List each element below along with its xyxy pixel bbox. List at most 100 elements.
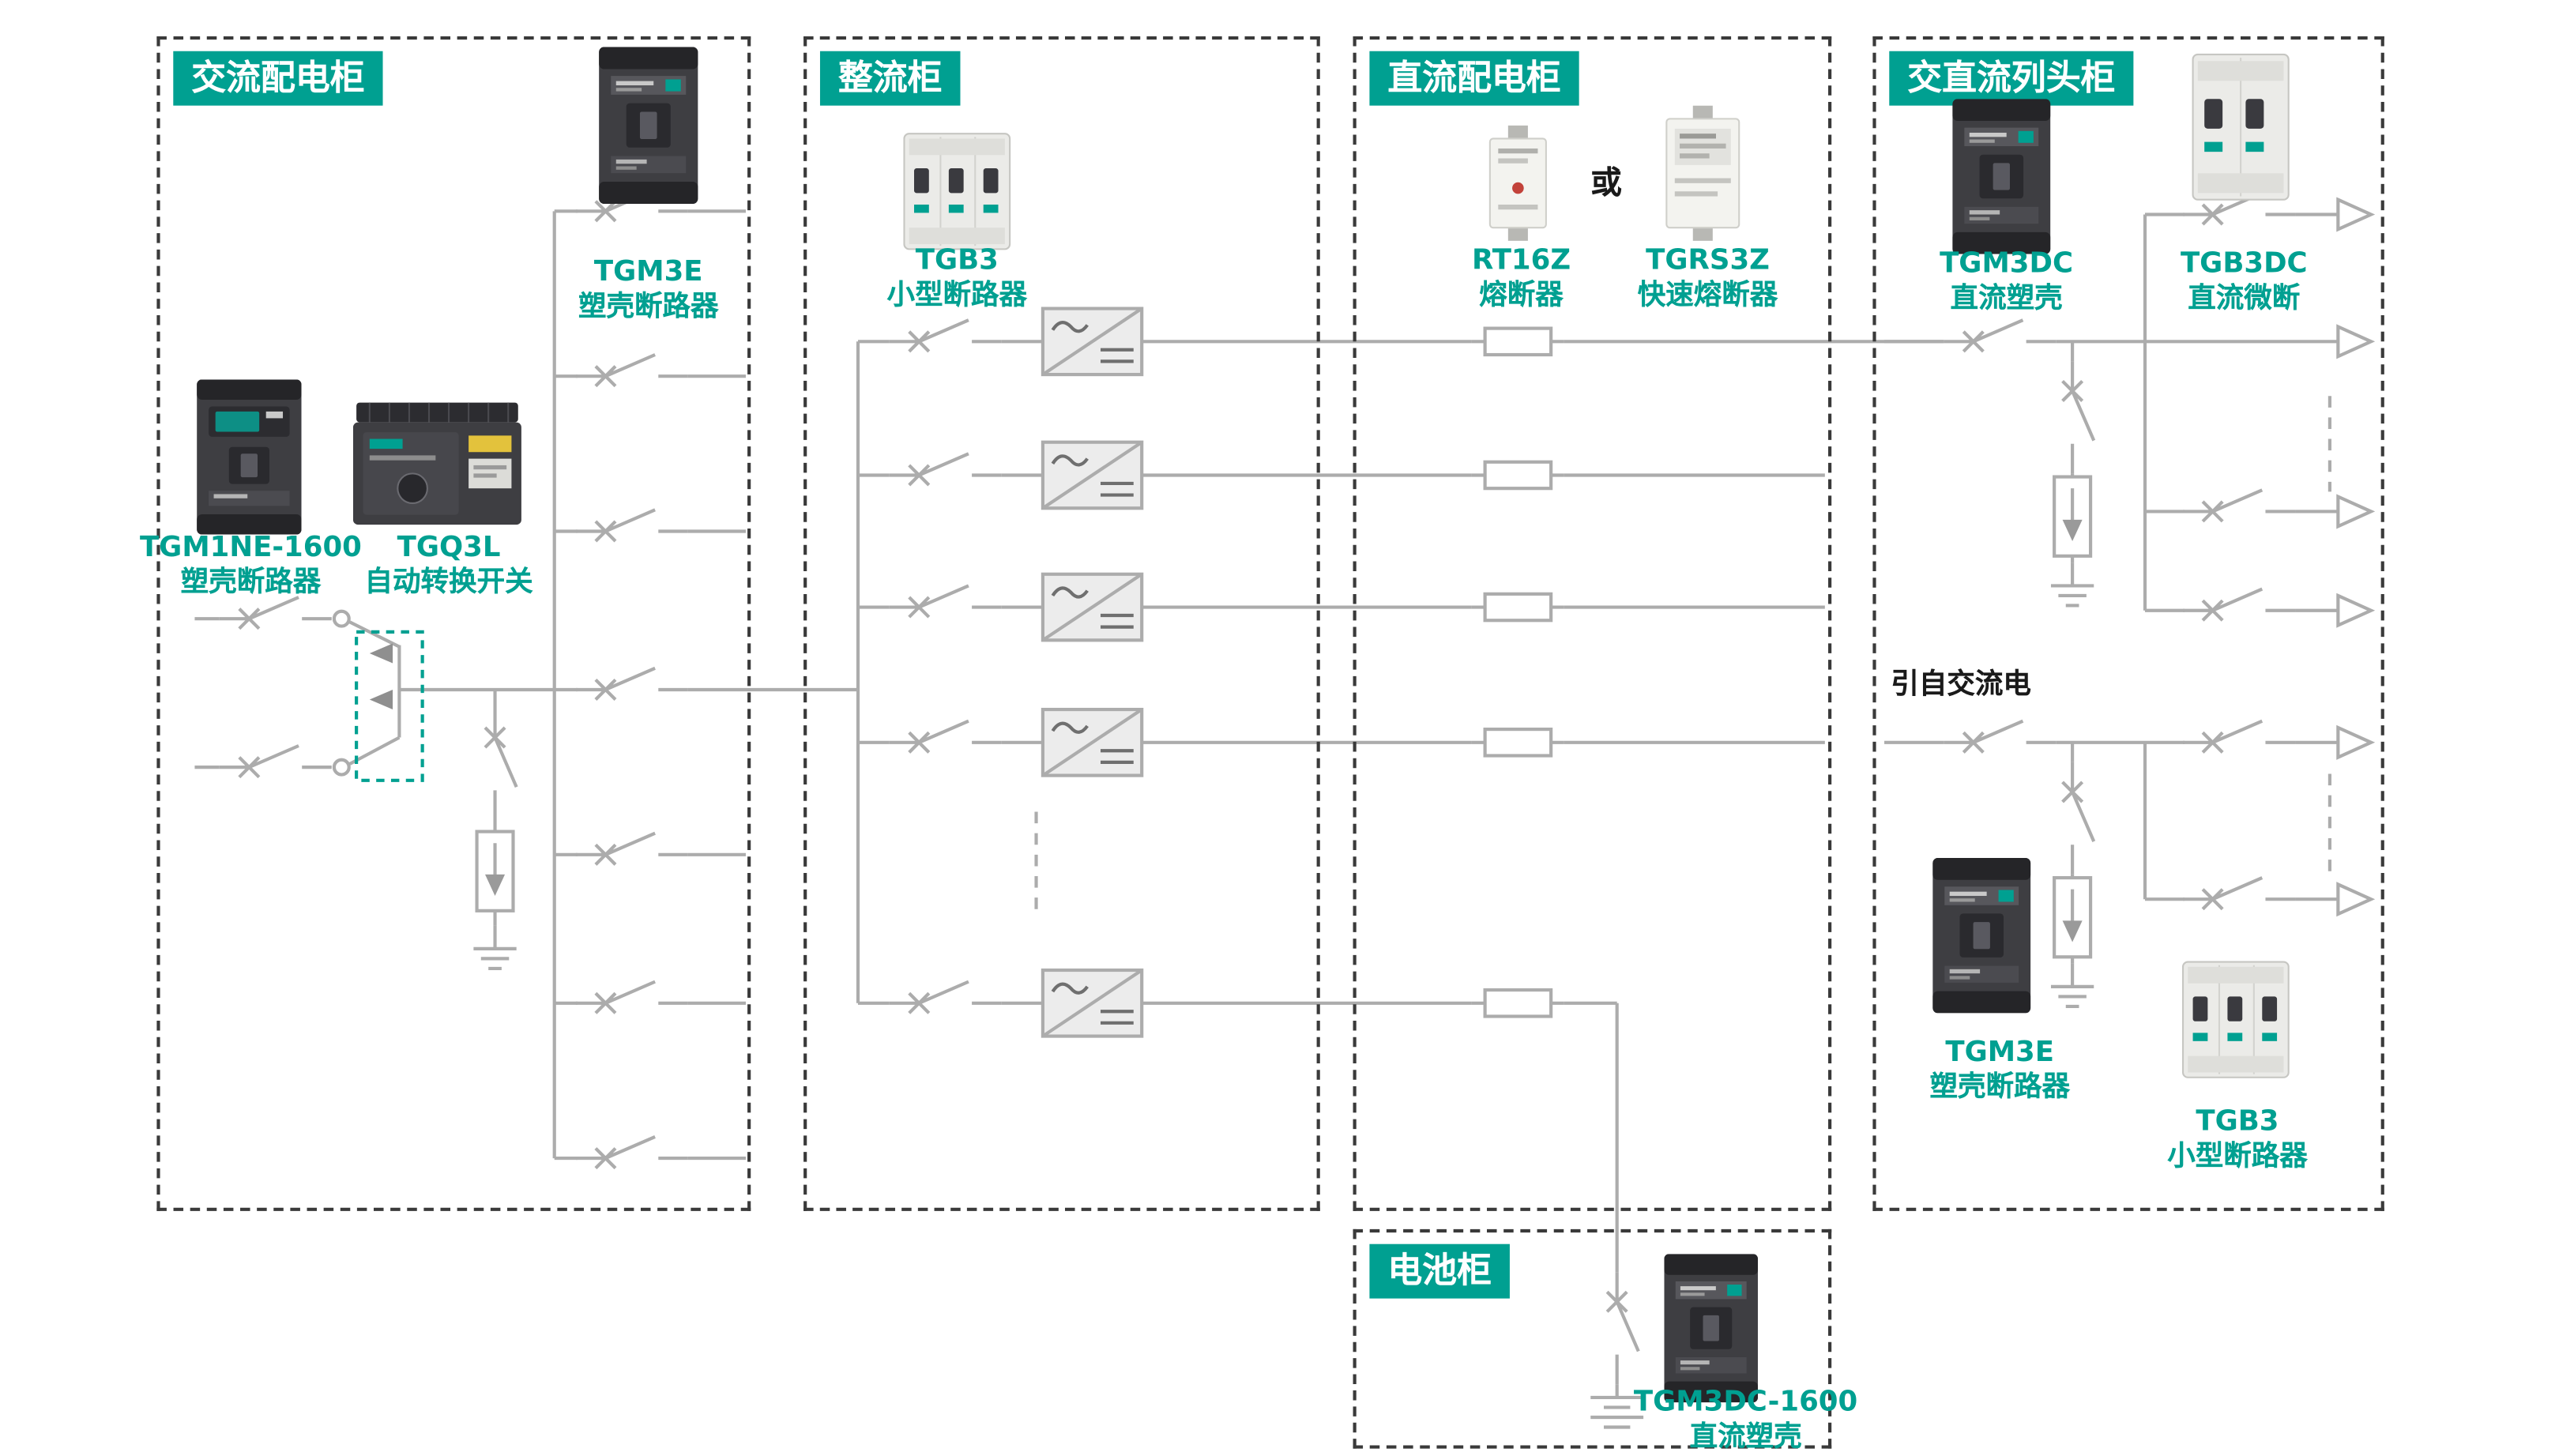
breaker-symbol bbox=[2183, 490, 2295, 521]
fuse-symbol bbox=[1472, 594, 1564, 620]
product-image-tgm3dc-1600 bbox=[1660, 1254, 1762, 1402]
product-name: TGM3E bbox=[593, 255, 703, 289]
cabinet-rectifier-title: 整流柜 bbox=[819, 51, 961, 106]
cabinet-ac-title: 交流配电柜 bbox=[173, 51, 383, 106]
output-arrow-icon bbox=[2338, 497, 2371, 527]
contact-circle bbox=[332, 609, 351, 628]
product-label-tgb3-row: TGB3 小型断路器 bbox=[2135, 1105, 2339, 1176]
product-desc: 直流塑壳 bbox=[1950, 282, 2063, 316]
breaker-symbol bbox=[220, 746, 332, 777]
product-image-tgm3e-row bbox=[1930, 858, 2032, 1013]
product-name: TGM3E bbox=[1945, 1036, 2055, 1070]
product-desc: 直流微断 bbox=[2188, 282, 2301, 316]
breaker-symbol bbox=[220, 597, 332, 629]
breaker-symbol bbox=[890, 320, 1002, 352]
cabinet-battery-title: 电池柜 bbox=[1369, 1243, 1510, 1299]
breaker-symbol bbox=[890, 585, 1002, 617]
fuse-symbol bbox=[1472, 990, 1564, 1016]
rectifier-module-symbol bbox=[1043, 442, 1142, 509]
breaker-symbol bbox=[485, 708, 517, 820]
transfer-switch-box bbox=[355, 630, 424, 782]
product-desc: 塑壳断路器 bbox=[1929, 1070, 2070, 1104]
product-label-tgrs3z: TGRS3Z 快速熔断器 bbox=[1605, 244, 1810, 314]
product-desc: 直流塑壳 bbox=[1689, 1420, 1802, 1454]
product-name: TGB3 bbox=[2196, 1105, 2279, 1139]
product-image-tgm3dc bbox=[1951, 99, 2053, 254]
product-image-rt16z bbox=[1481, 126, 1554, 241]
breaker-symbol bbox=[1944, 320, 2056, 352]
output-arrow-icon bbox=[2338, 596, 2371, 626]
breaker-symbol bbox=[890, 721, 1002, 753]
breaker-symbol bbox=[576, 668, 688, 700]
product-image-tgm3e-ac bbox=[597, 46, 699, 204]
output-arrow-icon bbox=[2338, 884, 2371, 914]
product-name: TGB3DC bbox=[2180, 247, 2308, 281]
product-image-tgb3-row bbox=[2181, 960, 2290, 1078]
breaker-symbol bbox=[890, 982, 1002, 1014]
product-label-tgb3-rect: TGB3 小型断路器 bbox=[855, 244, 1059, 314]
product-label-tgm3e-row: TGM3E 塑壳断路器 bbox=[1898, 1037, 2102, 1107]
breaker-symbol bbox=[2063, 361, 2094, 473]
product-label-tgm3dc: TGM3DC 直流塑壳 bbox=[1904, 247, 2109, 318]
breaker-symbol bbox=[1607, 1272, 1639, 1384]
output-arrow-icon bbox=[2338, 327, 2371, 357]
rectifier-wiring bbox=[856, 309, 1944, 1273]
rectifier-module-symbol bbox=[1043, 309, 1142, 375]
product-desc: 塑壳断路器 bbox=[180, 566, 322, 600]
product-name: TGM3DC bbox=[1940, 247, 2074, 281]
from-ac-note: 引自交流电 bbox=[1891, 668, 2031, 702]
connector-lines bbox=[194, 209, 858, 1161]
breaker-symbol bbox=[576, 833, 688, 865]
breaker-symbol bbox=[576, 355, 688, 386]
breaker-symbol bbox=[1944, 721, 2056, 753]
surge-arrester-symbol bbox=[477, 832, 514, 911]
output-arrow-icon bbox=[2338, 200, 2371, 230]
product-label-tgq3l: TGQ3L 自动转换开关 bbox=[337, 531, 561, 601]
rectifier-module-symbol bbox=[1043, 709, 1142, 776]
cabinet-dc-title: 直流配电柜 bbox=[1369, 51, 1579, 106]
contact-circle bbox=[332, 758, 351, 777]
product-label-rt16z: RT16Z 熔断器 bbox=[1436, 244, 1607, 314]
ground-symbol bbox=[473, 926, 516, 969]
product-label-tgm1ne-1600: TGM1NE-1600 塑壳断路器 bbox=[138, 531, 363, 601]
product-image-tgrs3z bbox=[1660, 106, 1746, 241]
ac-cabinet-wiring bbox=[194, 190, 858, 1168]
transfer-arrow-icon bbox=[369, 689, 393, 710]
product-image-tgq3l bbox=[353, 399, 521, 531]
product-desc: 快速熔断器 bbox=[1637, 279, 1778, 313]
product-desc: 小型断路器 bbox=[886, 279, 1028, 313]
rowhead-wiring bbox=[1884, 193, 2371, 1006]
breaker-symbol bbox=[576, 510, 688, 541]
product-name: TGB3 bbox=[915, 244, 999, 277]
connector-lines bbox=[1884, 213, 2339, 964]
product-image-tgb3dc bbox=[2191, 53, 2290, 201]
or-label: 或 bbox=[1590, 164, 1622, 201]
breaker-symbol bbox=[2183, 589, 2295, 621]
product-desc: 自动转换开关 bbox=[364, 566, 533, 600]
output-arrow-icon bbox=[2338, 728, 2371, 758]
connector-lines bbox=[856, 340, 1944, 1273]
cabinet-rowhead-title: 交直流列头柜 bbox=[1889, 51, 2134, 106]
product-desc: 小型断路器 bbox=[2167, 1140, 2308, 1174]
product-name: TGQ3L bbox=[397, 531, 501, 565]
product-label-tgm3dc-1600: TGM3DC-1600 直流塑壳 bbox=[1624, 1386, 1868, 1456]
product-name: RT16Z bbox=[1471, 244, 1571, 277]
product-name: TGRS3Z bbox=[1646, 244, 1770, 277]
ground-symbol bbox=[2051, 562, 2094, 605]
product-image-tgm1ne-1600 bbox=[185, 379, 314, 534]
breaker-symbol bbox=[2183, 721, 2295, 753]
breaker-symbol bbox=[2183, 878, 2295, 909]
ground-symbol bbox=[2051, 964, 2094, 1006]
rectifier-module-symbol bbox=[1043, 970, 1142, 1037]
rectifier-module-symbol bbox=[1043, 574, 1142, 641]
product-image-tgb3-rect bbox=[901, 132, 1013, 250]
product-label-tgb3dc: TGB3DC 直流微断 bbox=[2142, 247, 2346, 318]
product-label-tgm3e-ac: TGM3E 塑壳断路器 bbox=[544, 256, 752, 326]
product-name: TGM1NE-1600 bbox=[139, 531, 362, 565]
breaker-symbol bbox=[576, 1137, 688, 1168]
breaker-symbol bbox=[576, 982, 688, 1014]
product-desc: 塑壳断路器 bbox=[578, 291, 719, 324]
dc-cabinet-wiring bbox=[1472, 329, 1564, 1017]
breaker-symbol bbox=[890, 453, 1002, 485]
